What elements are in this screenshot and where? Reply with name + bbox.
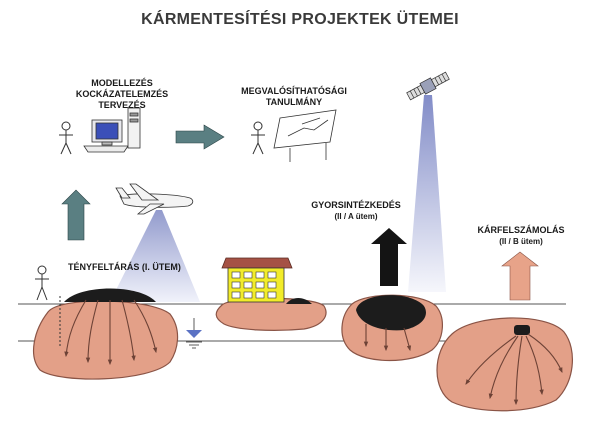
feasibility-label: MEGVALÓSÍTHATÓSÁGI TANULMÁNY — [232, 86, 356, 108]
person-icon — [251, 121, 265, 155]
quick-action-label-line-1: GYORSINTÉZKEDÉS — [311, 200, 401, 210]
soil-body-exploration — [33, 300, 179, 380]
seepage-arrows-quick-action — [363, 324, 412, 352]
drawing-board-icon — [273, 109, 337, 162]
quick-action-label: GYORSINTÉZKEDÉS (II / A ütem) — [304, 200, 408, 222]
remediation-label-line-2: (II / B ütem) — [499, 237, 543, 246]
quick-action-label-line-2: (II / A ütem) — [334, 212, 378, 221]
modeling-label-line-3: TERVEZÉS — [98, 100, 146, 110]
arrow-modeling-to-feasibility — [175, 124, 225, 150]
modeling-label-line-1: MODELLEZÉS — [91, 78, 153, 88]
arrow-remediation-up — [501, 251, 539, 301]
soil-body-remediation — [436, 317, 574, 412]
soil-body-building — [215, 297, 327, 331]
remediation-label-line-1: KÁRFELSZÁMOLÁS — [477, 225, 565, 235]
modeling-label-line-2: KOCKÁZATELEMZÉS — [75, 89, 169, 99]
contaminant-mass-small — [286, 298, 312, 304]
modeling-label: MODELLEZÉS KOCKÁZATELEMZÉS TERVEZÉS — [66, 78, 178, 111]
contaminant-mass-quick-action — [356, 295, 426, 331]
water-table-icon — [186, 318, 202, 349]
person-icon — [35, 265, 49, 301]
feasibility-label-line-2: TANULMÁNY — [265, 97, 323, 107]
satellite-icon — [406, 71, 450, 101]
airplane-beam — [110, 210, 200, 302]
airplane-icon — [115, 183, 194, 215]
seepage-arrows-remediation — [465, 333, 563, 406]
contaminant-mass-exploration — [64, 288, 156, 302]
seepage-arrows-exploration — [64, 299, 158, 366]
arrow-exploration-up — [61, 189, 91, 241]
satellite-beam — [408, 95, 446, 292]
contaminant-residue — [514, 325, 530, 335]
building-icon — [221, 257, 293, 303]
page-title: KÁRMENTESÍTÉSI PROJEKTEK ÜTEMEI — [141, 11, 459, 28]
person-icon — [59, 121, 73, 155]
feasibility-label-line-1: MEGVALÓSÍTHATÓSÁGI — [241, 86, 347, 96]
computer-workstation-icon — [83, 107, 141, 153]
exploration-label: TÉNYFELTÁRÁS (I. ütem) — [68, 262, 181, 272]
remediation-label: KÁRFELSZÁMOLÁS (II / B ütem) — [470, 225, 572, 247]
arrow-quick-action-up — [371, 228, 407, 286]
